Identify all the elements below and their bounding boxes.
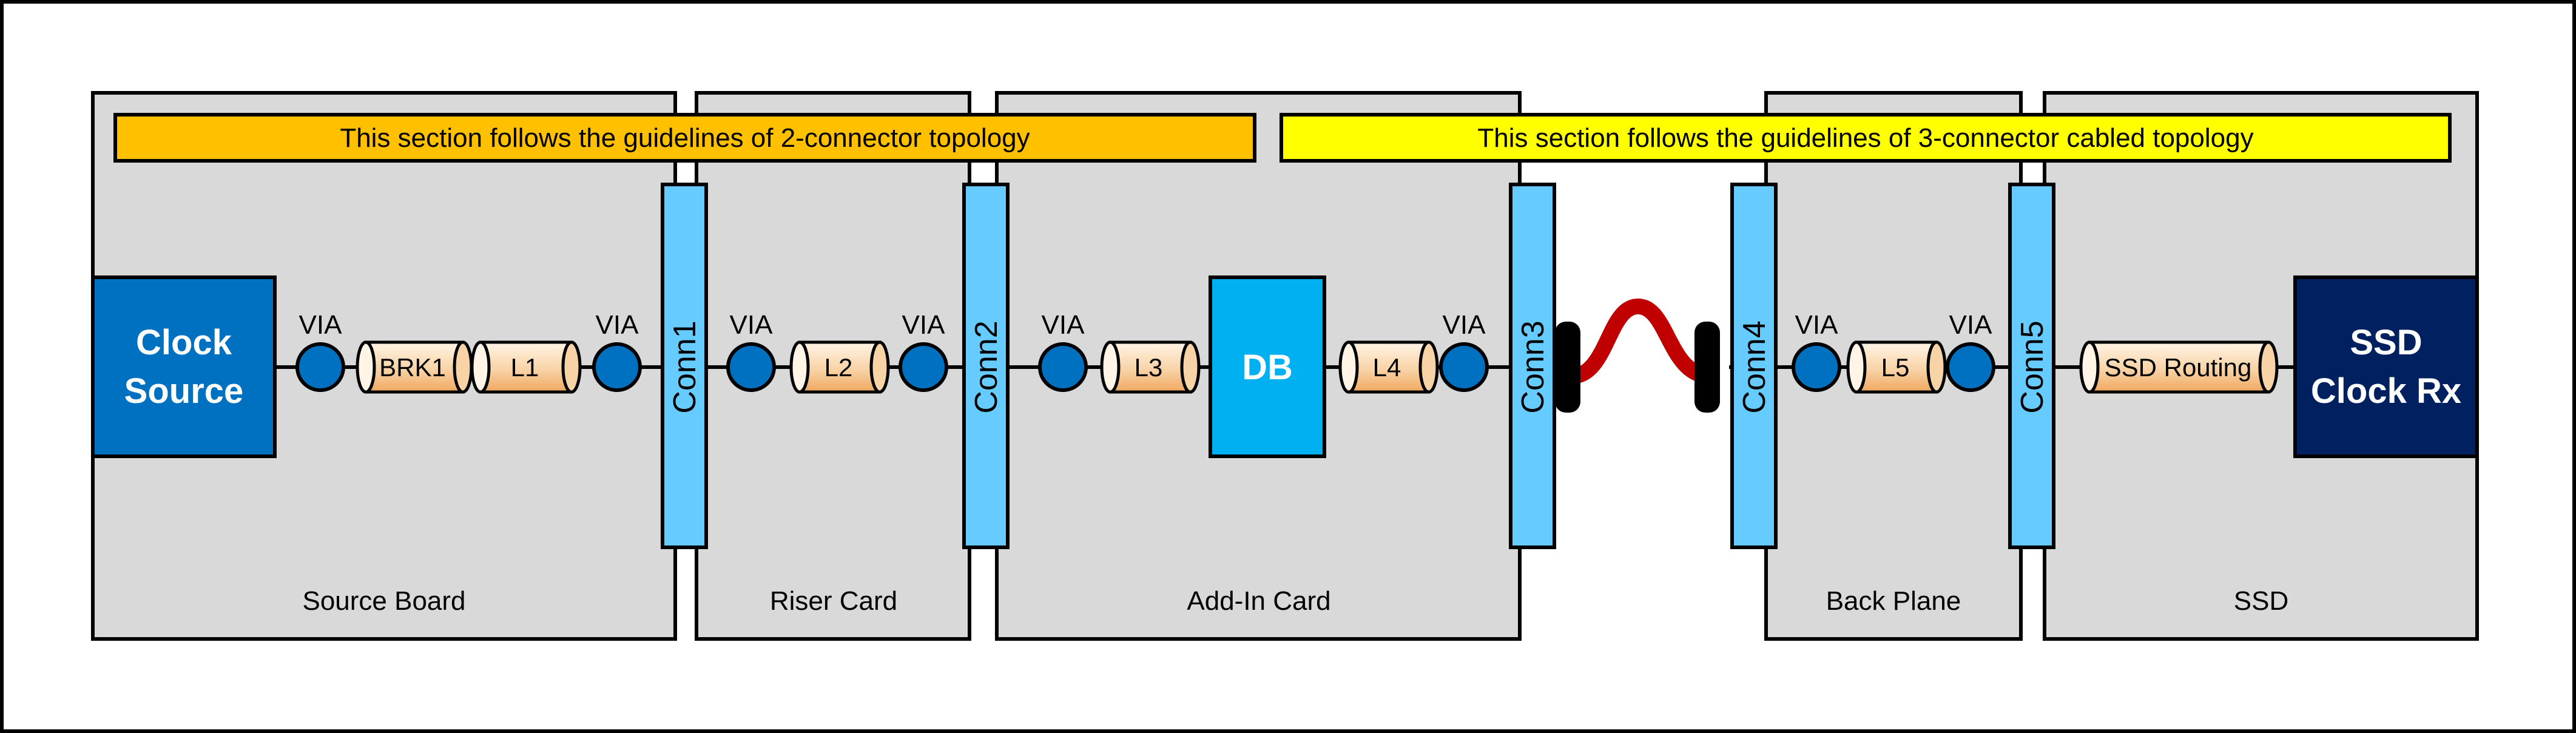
via-3 <box>726 342 776 392</box>
via-4 <box>899 342 948 392</box>
ssd-clock-rx-block <box>2293 275 2479 458</box>
board-label-back-plane: Back Plane <box>1826 586 1961 616</box>
via-5-label: VIA <box>1042 310 1085 340</box>
cable <box>1563 298 1719 384</box>
segment-l2: L2 <box>789 340 890 394</box>
segment-l3-label: L3 <box>1135 353 1163 382</box>
connector-2-label: Conn2 <box>969 320 1004 413</box>
via-2-label: VIA <box>596 310 639 340</box>
cable-plug-left <box>1555 322 1580 413</box>
clock-source-label-1: Clock <box>136 323 232 362</box>
ssd-clock-rx-label-1: SSD <box>2350 323 2422 362</box>
segment-l4: L4 <box>1338 340 1439 394</box>
board-label-add-in-card: Add-In Card <box>1187 586 1330 616</box>
connector-2 <box>962 183 1010 549</box>
connector-4 <box>1730 183 1778 549</box>
banner-two-connector <box>113 113 1256 163</box>
via-3-label: VIA <box>730 310 774 340</box>
connector-5 <box>2008 183 2055 549</box>
connectors <box>661 183 2055 549</box>
segment-brk1: BRK1 <box>356 340 473 394</box>
cable-plug-right <box>1694 322 1720 413</box>
via-1 <box>295 342 345 392</box>
banner-three-connector <box>1280 113 2452 163</box>
via-8 <box>1946 342 1995 392</box>
via-8-label: VIA <box>1949 310 1993 340</box>
segment-l1-label: L1 <box>511 353 539 382</box>
board-label-riser: Riser Card <box>770 586 897 616</box>
banner-three-connector-text: This section follows the guidelines of 3… <box>1477 123 2253 153</box>
segment-l2-label: L2 <box>824 353 853 382</box>
segment-ssd-routing-label: SSD Routing <box>2105 353 2252 382</box>
clock-source-block <box>91 275 277 458</box>
via-6-label: VIA <box>1443 310 1486 340</box>
via-1-label: VIA <box>299 310 343 340</box>
connector-5-label: Conn5 <box>2015 320 2050 413</box>
via-labels: VIA VIA VIA VIA VIA VIA VIA VIA <box>299 310 1993 340</box>
board-label-source: Source Board <box>302 586 465 616</box>
segment-l3: L3 <box>1100 340 1201 394</box>
connector-1-label: Conn1 <box>667 320 703 413</box>
ssd-clock-rx-label-2: Clock Rx <box>2311 371 2461 411</box>
clock-source-label-2: Source <box>124 371 244 411</box>
via-7-label: VIA <box>1795 310 1839 340</box>
connector-1 <box>661 183 708 549</box>
segment-l5: L5 <box>1846 340 1947 394</box>
board-labels: Source Board Riser Card Add-In Card Back… <box>302 586 2288 616</box>
db-label: DB <box>1242 348 1293 387</box>
segment-l4-label: L4 <box>1373 353 1401 382</box>
banner-two-connector-text: This section follows the guidelines of 2… <box>340 123 1030 153</box>
segment-brk1-label: BRK1 <box>379 353 446 382</box>
via-4-label: VIA <box>902 310 946 340</box>
via-5 <box>1038 342 1088 392</box>
connector-3-label: Conn3 <box>1516 320 1551 413</box>
via-6 <box>1439 342 1489 392</box>
segments: BRK1 L1 L2 L3 L4 <box>356 340 2279 394</box>
connector-labels: Conn1 Conn2 Conn3 Conn4 Conn5 <box>667 320 2050 413</box>
segment-l1: L1 <box>470 340 582 394</box>
via-7 <box>1792 342 1841 392</box>
segment-l5-label: L5 <box>1881 353 1910 382</box>
segment-ssd-routing: SSD Routing <box>2079 340 2279 394</box>
connector-3 <box>1509 183 1556 549</box>
via-2 <box>592 342 642 392</box>
vias <box>295 342 1995 392</box>
db-block <box>1209 275 1326 458</box>
board-label-ssd: SSD <box>2234 586 2288 616</box>
connector-4-label: Conn4 <box>1737 320 1772 413</box>
